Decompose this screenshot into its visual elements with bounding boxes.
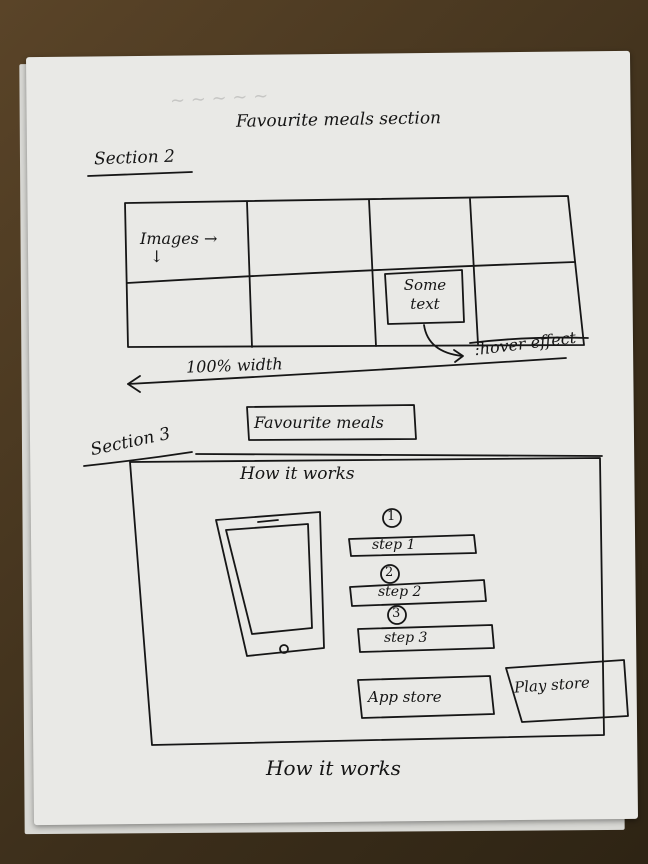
width-arrow-head [127, 375, 141, 393]
step-2-label: step 2 [378, 584, 422, 600]
footer-how-it-works: How it works [266, 756, 401, 780]
phone-screen [225, 523, 313, 635]
phone-speaker [257, 519, 279, 523]
section2-underline [87, 171, 193, 177]
step-3-label: step 3 [384, 630, 428, 646]
width-arrow-line [127, 357, 567, 385]
image-grid-col-divider-2 [368, 199, 377, 347]
section-divider [195, 453, 603, 457]
image-grid-outline [124, 195, 585, 348]
step-1-label: step 1 [372, 537, 416, 553]
favourite-meals-button: Favourite meals [254, 413, 384, 432]
phone-outer [215, 511, 325, 657]
play-store-box [505, 659, 629, 723]
step-3-box [357, 624, 495, 653]
section3-underline [83, 451, 193, 467]
image-grid-col-divider-1 [246, 201, 253, 348]
hover-arrow-head [453, 349, 464, 363]
step-2-box [349, 579, 487, 607]
image-grid-col-divider-3 [469, 198, 479, 345]
app-store-box [357, 675, 495, 719]
step-1-box [348, 534, 477, 557]
step-1-number: 1 [387, 509, 396, 524]
app-store-button: App store [368, 688, 442, 706]
width-note: 100% width [185, 354, 283, 377]
some-text-label: Some text [403, 276, 447, 313]
phone-home-button [279, 644, 289, 654]
hover-effect-outline [469, 336, 589, 344]
step-3-circle [387, 605, 407, 625]
image-grid-row-divider [126, 261, 576, 284]
step-2-circle [380, 564, 400, 584]
some-text-box [384, 269, 465, 325]
step-3-number: 3 [392, 606, 401, 621]
hover-arrow [423, 324, 463, 357]
images-note: Images → [140, 229, 218, 248]
step-2-number: 2 [385, 565, 394, 580]
how-it-works-heading: How it works [240, 464, 355, 484]
page-title: Favourite meals section [235, 108, 442, 132]
how-it-works-frame [129, 457, 605, 746]
images-arrow-icon: ↓ [150, 247, 164, 266]
step-1-circle [382, 508, 402, 528]
favourite-meals-box [246, 404, 417, 441]
section2-label: Section 2 [93, 146, 176, 170]
